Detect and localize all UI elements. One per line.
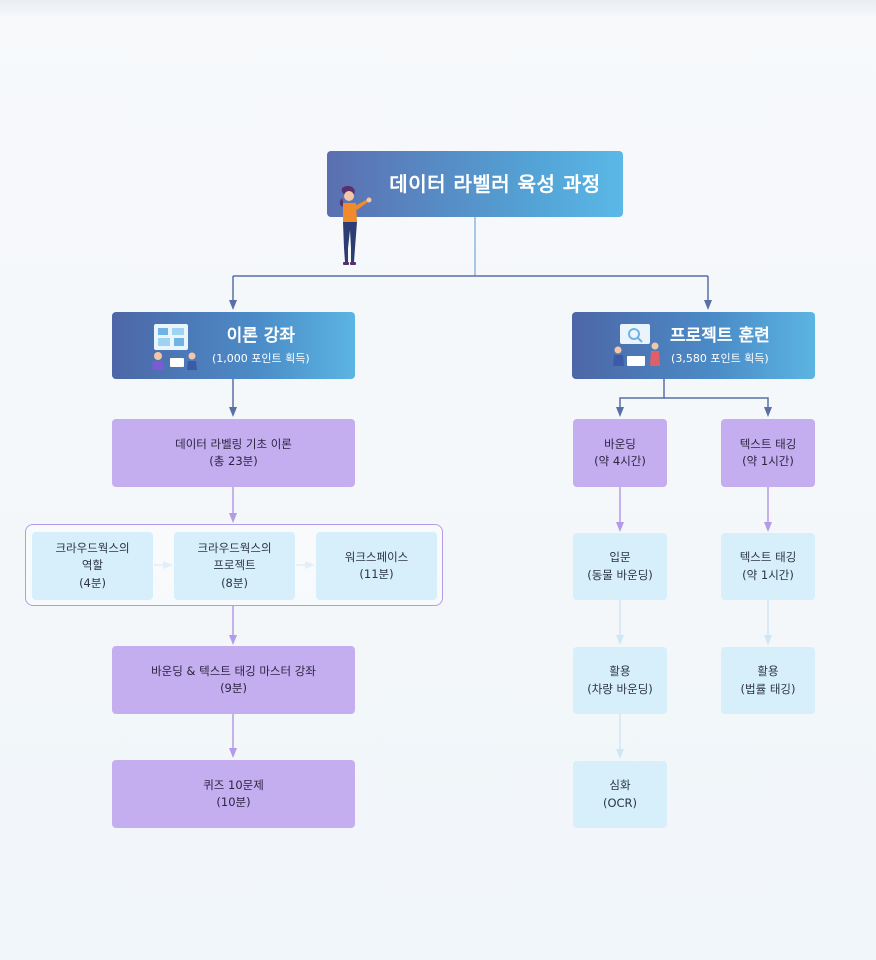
tagging-step-label: 텍스트 태깅	[739, 550, 797, 565]
subtopic-duration: (11분)	[359, 567, 394, 581]
bounding-step-node: 입문 (동물 바운딩)	[573, 533, 667, 600]
subtopic-label: 워크스페이스	[344, 549, 409, 564]
bounding-node: 바운딩 (약 4시간)	[573, 419, 667, 487]
bounding-step-detail: (차량 바운딩)	[587, 681, 653, 696]
theory-basic-label: 데이터 라벨링 기초 이론	[175, 436, 292, 451]
subtopic-label: 역할	[81, 558, 104, 573]
theory-quiz-duration: (10분)	[216, 795, 251, 809]
theory-master-duration: (9분)	[220, 681, 247, 695]
tagging-step-label: 활용	[757, 664, 779, 679]
project-header: 프로젝트 훈련 (3,580 포인트 획득)	[572, 312, 815, 379]
subtopic-node: 크라우드웍스의 프로젝트 (8분)	[174, 532, 295, 600]
project-title: 프로젝트 훈련	[670, 325, 770, 346]
theory-quiz-node: 퀴즈 10문제 (10분)	[112, 760, 355, 828]
theory-basic-duration: (총 23분)	[209, 454, 258, 468]
top-shadow	[0, 0, 876, 18]
tagging-node: 텍스트 태깅 (약 1시간)	[721, 419, 815, 487]
theory-title: 이론 강좌	[226, 325, 296, 346]
tagging-label: 텍스트 태깅	[739, 436, 797, 451]
theory-master-label: 바운딩 & 텍스트 태깅 마스터 강좌	[151, 663, 316, 678]
subtopic-node: 워크스페이스 (11분)	[316, 532, 437, 600]
tagging-step-node: 텍스트 태깅 (약 1시간)	[721, 533, 815, 600]
subtopic-duration: (4분)	[79, 575, 106, 590]
bounding-step-label: 활용	[609, 664, 631, 679]
bounding-step-label: 심화	[609, 778, 631, 793]
bounding-duration: (약 4시간)	[594, 454, 646, 468]
subtopic-node: 크라우드웍스의 역할 (4분)	[32, 532, 153, 600]
tagging-step-detail: (법률 태깅)	[740, 681, 796, 696]
bounding-label: 바운딩	[604, 436, 636, 451]
theory-header: 이론 강좌 (1,000 포인트 획득)	[112, 312, 355, 379]
bounding-step-detail: (OCR)	[602, 795, 638, 810]
subtopic-label: 프로젝트	[213, 558, 256, 573]
connector-project-down	[616, 379, 665, 417]
theory-quiz-label: 퀴즈 10문제	[203, 777, 264, 792]
theory-points: (1,000 포인트 획득)	[212, 352, 310, 365]
tagging-step-detail: (약 1시간)	[742, 567, 794, 582]
tagging-duration: (약 1시간)	[742, 454, 794, 468]
course-title: 데이터 라벨러 육성 과정	[327, 151, 623, 217]
theory-master-node: 바운딩 & 텍스트 태깅 마스터 강좌 (9분)	[112, 646, 355, 714]
subtopic-duration: (8분)	[221, 575, 248, 590]
project-meeting-icon	[613, 323, 660, 366]
presenter-woman-icon	[339, 186, 372, 265]
bounding-step-node: 심화 (OCR)	[573, 761, 667, 828]
bounding-step-detail: (동물 바운딩)	[587, 567, 653, 582]
subtopic-label: 크라우드웍스의	[55, 541, 130, 556]
subtopic-label: 크라우드웍스의	[197, 541, 272, 556]
theory-board-icon	[152, 323, 197, 370]
bounding-step-label: 입문	[609, 550, 631, 565]
course-title-text: 데이터 라벨러 육성 과정	[389, 172, 601, 196]
bounding-step-node: 활용 (차량 바운딩)	[573, 647, 667, 714]
project-points: (3,580 포인트 획득)	[671, 352, 769, 365]
connector-project-right	[664, 397, 772, 417]
theory-basic-node: 데이터 라벨링 기초 이론 (총 23분)	[112, 419, 355, 487]
tagging-step-node: 활용 (법률 태깅)	[721, 647, 815, 714]
